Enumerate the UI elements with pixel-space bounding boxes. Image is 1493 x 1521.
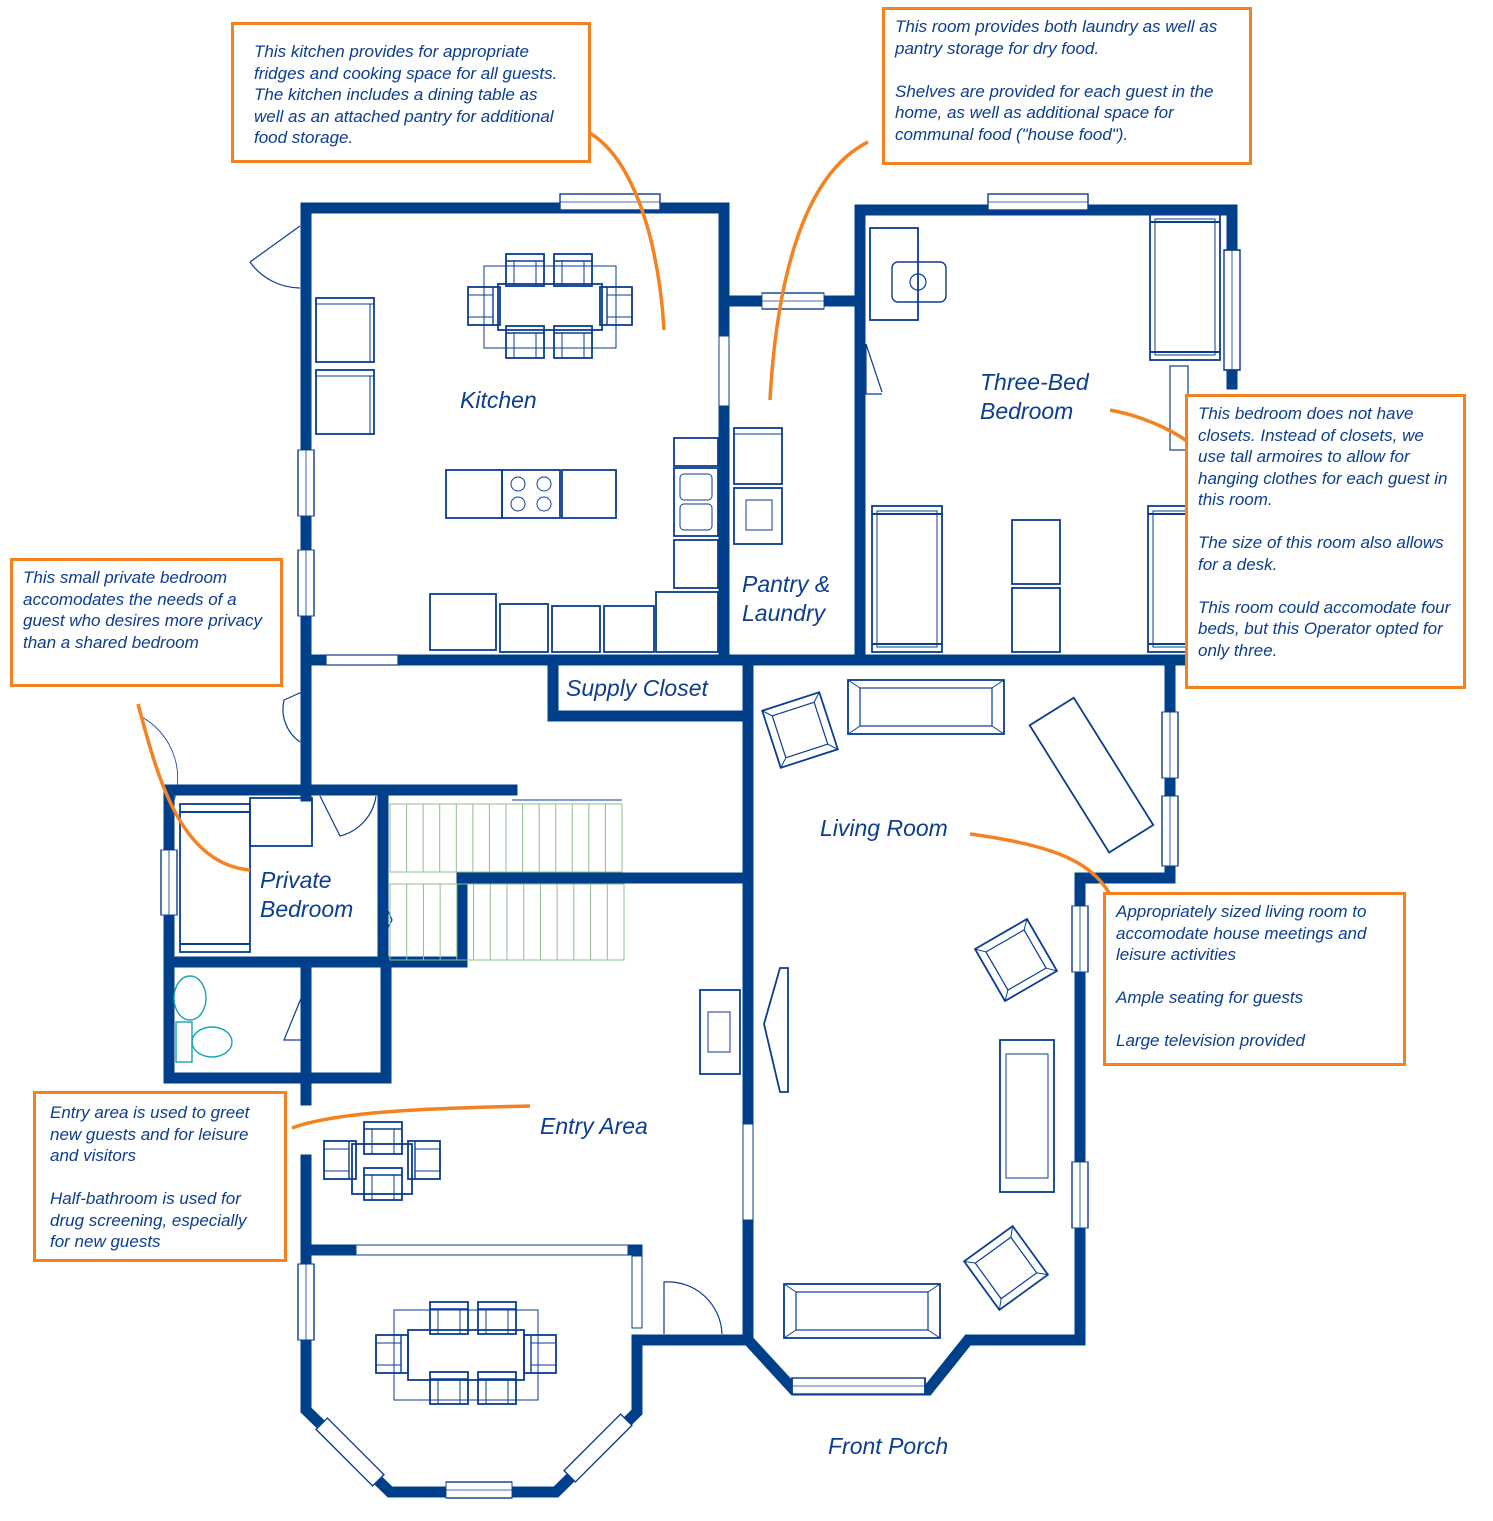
armchair-icon (963, 1225, 1049, 1311)
room-label-three-bed: Three-Bed Bedroom (980, 369, 1089, 424)
window-icon (160, 849, 178, 916)
window-icon (559, 193, 661, 211)
stove-icon (315, 369, 375, 435)
window-icon (1071, 905, 1089, 973)
window-icon (297, 1263, 315, 1341)
dryer-icon (733, 487, 783, 545)
chair-icon (523, 1334, 557, 1374)
kitchen-furniture (315, 253, 719, 653)
note-living: Appropriately sized living room to accom… (1103, 892, 1406, 1066)
note-pantry: This room provides both laundry as well … (882, 7, 1252, 165)
sink-icon (173, 975, 207, 1021)
door-icon (319, 795, 377, 837)
stove-icon (501, 469, 561, 519)
room-label-living: Living Room (820, 815, 948, 841)
tv-icon (763, 967, 789, 1093)
door-icon (377, 887, 393, 947)
entry-furniture (323, 1121, 557, 1405)
sofa-icon (999, 1039, 1055, 1193)
note-kitchen: This kitchen provides for appropriate fr… (231, 22, 591, 163)
sink-icon (673, 467, 719, 537)
armchair-icon (974, 918, 1058, 1002)
chair-icon (553, 253, 593, 287)
chair-icon (477, 1371, 517, 1405)
room-label-entry: Entry Area (540, 1113, 648, 1139)
door-icon (249, 225, 301, 263)
door-icon (865, 343, 883, 393)
door-icon (283, 995, 303, 1041)
washer-icon (733, 427, 783, 485)
armchair-icon (761, 691, 839, 769)
room-label-pantry: Pantry & Laundry (742, 571, 831, 626)
living-furniture (699, 679, 1155, 1339)
chair-icon (505, 253, 545, 287)
sofa-icon (1028, 696, 1155, 854)
sofa-icon (847, 679, 1005, 735)
toilet-icon (175, 1021, 193, 1063)
doors (139, 225, 883, 1335)
room-label-supply: Supply Closet (566, 675, 708, 701)
desk-icon (869, 227, 919, 321)
note-bedroom: This bedroom does not have closets. Inst… (1185, 394, 1466, 689)
note-entry: Entry area is used to greet new guests a… (33, 1091, 287, 1262)
chair-icon (363, 1167, 403, 1201)
leader-line-icon (136, 124, 1198, 1130)
dining-table-icon (497, 283, 603, 331)
chair-icon (429, 1371, 469, 1405)
window-icon (1223, 249, 1241, 371)
pantry-furniture (733, 427, 783, 545)
window-icon (1161, 711, 1179, 779)
bedroom-furniture (869, 213, 1221, 653)
room-label-kitchen: Kitchen (460, 387, 537, 413)
room-label-private: Private Bedroom (260, 867, 354, 922)
door-icon (282, 691, 303, 743)
stove-icon (315, 297, 375, 363)
bed-icon (1149, 213, 1221, 361)
bed-icon (871, 505, 943, 653)
windows (160, 193, 1241, 1499)
window-icon (445, 1481, 513, 1499)
private-furniture (173, 797, 313, 1063)
window-icon (791, 1377, 926, 1395)
room-label-porch: Front Porch (828, 1433, 949, 1459)
window-icon (297, 449, 315, 517)
window-icon (1161, 795, 1179, 867)
door-icon (663, 1281, 723, 1335)
window-icon (761, 292, 825, 310)
chair-icon (363, 1121, 403, 1155)
stairs-icon (389, 799, 682, 961)
bed-icon (179, 803, 251, 953)
window-icon (987, 193, 1089, 211)
sofa-icon (783, 1283, 941, 1339)
dining-table-icon (351, 1143, 413, 1195)
chair-icon (375, 1334, 409, 1374)
window-icon (1071, 1161, 1089, 1229)
note-private: This small private bedroom accomodates t… (10, 558, 283, 687)
window-icon (297, 549, 315, 617)
